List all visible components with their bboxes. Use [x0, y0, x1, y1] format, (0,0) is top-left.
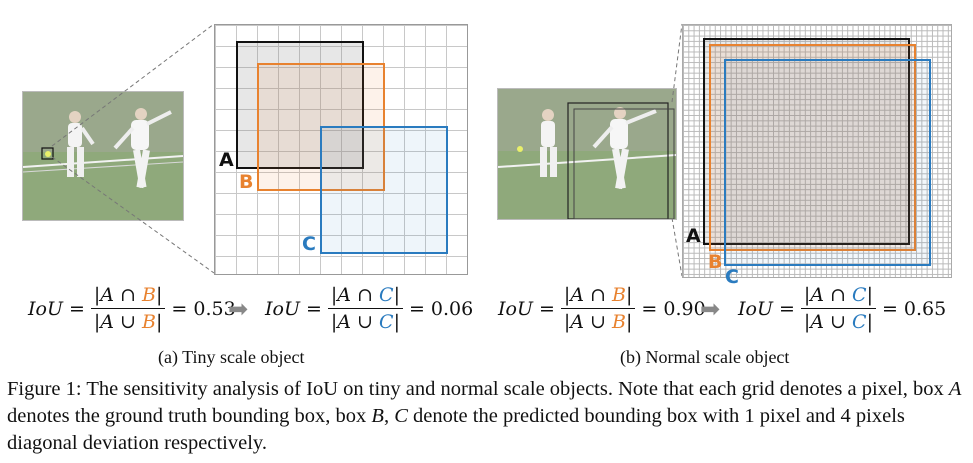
pixel-grid-b	[682, 24, 952, 278]
label-a: A	[686, 225, 701, 247]
iou-symbol: IoU	[265, 297, 300, 320]
box-a-ground-truth	[703, 38, 910, 245]
iou-value: = 0.90	[641, 297, 706, 320]
tennis-scene	[23, 92, 183, 220]
figure-caption: Figure 1: The sensitivity analysis of Io…	[7, 378, 962, 454]
box-c-predicted	[724, 59, 931, 266]
fraction: |A ∩ C| |A ∪ C|	[327, 284, 403, 333]
iou-value: = 0.53	[171, 297, 236, 320]
arrow-right-icon: ➡	[700, 295, 721, 323]
label-b: B	[239, 171, 254, 193]
label-c: C	[302, 233, 316, 255]
equals-sign: =	[538, 297, 555, 320]
caption-text: The sensitivity analysis of IoU on tiny …	[86, 378, 949, 400]
label-a: A	[219, 149, 234, 171]
iou-symbol: IoU	[738, 297, 773, 320]
iou-symbol: IoU	[28, 297, 63, 320]
fraction: |A ∩ B| |A ∪ B|	[560, 284, 636, 333]
equals-sign: =	[68, 297, 85, 320]
iou-symbol: IoU	[498, 297, 533, 320]
tennis-photo-a	[22, 91, 184, 221]
arrow-right-icon: ➡	[228, 295, 249, 323]
iou-value: = 0.06	[408, 297, 474, 320]
box-b-predicted	[709, 44, 916, 251]
iou-formula-a-b: IoU = |A ∩ B| |A ∪ B| = 0.53	[28, 284, 236, 333]
iou-formula-a-c: IoU = |A ∩ C| |A ∪ C| = 0.06	[265, 284, 473, 333]
tennis-scene	[498, 89, 676, 219]
subcaption-b: (b) Normal scale object	[620, 347, 790, 367]
tennis-photo-b	[497, 88, 677, 220]
equals-sign: =	[778, 297, 795, 320]
iou-formula-b-c: IoU = |A ∩ C| |A ∪ C| = 0.65	[738, 284, 946, 333]
box-c-predicted	[320, 126, 448, 254]
caption-prefix: Figure 1:	[7, 378, 87, 400]
subcaption-a: (a) Tiny scale object	[158, 347, 305, 367]
iou-formula-b-b: IoU = |A ∩ B| |A ∪ B| = 0.90	[498, 284, 706, 333]
equals-sign: =	[305, 297, 322, 320]
label-c: C	[725, 266, 739, 288]
iou-value: = 0.65	[881, 297, 947, 320]
label-b: B	[708, 251, 723, 273]
fraction: |A ∩ B| |A ∪ B|	[90, 284, 166, 333]
fraction: |A ∩ C| |A ∪ C|	[800, 284, 876, 333]
